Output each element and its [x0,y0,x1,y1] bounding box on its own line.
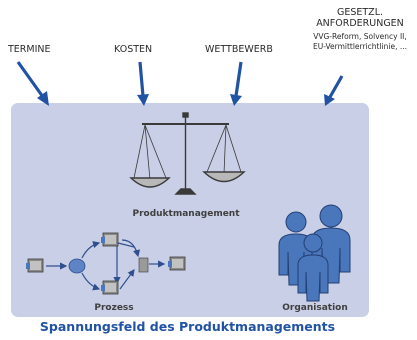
process-flow [46,239,166,291]
label-gesetzl-2: ANFORDERUNGEN [316,18,404,29]
label-organisation: Organisation [282,303,348,313]
label-gesetzl-sub-2: EU-Vermittlerrichtlinie, ... [312,42,408,51]
label-prozess: Prozess [94,303,134,313]
document-icon [167,256,186,271]
document-icon [100,280,119,295]
label-gesetzl-1: GESETZL. [336,7,384,18]
arrow-icon [230,61,243,106]
people-icon [278,204,351,302]
document-icon [100,232,119,247]
label-gesetzl-sub-1: VVG-Reform, Solvency II, [313,32,407,41]
label-wettbewerb: WETTBEWERB [205,44,273,55]
arrow-icon [324,75,344,106]
label-kosten: KOSTEN [114,44,153,55]
label-produktmanagement: Produktmanagement [132,209,240,219]
document-icon [25,258,44,273]
label-termine: TERMINE [8,44,51,55]
arrow-icon [16,61,49,106]
arrow-icon [137,61,149,106]
diagram-title: Spannungsfeld des Produktmanagements [39,319,336,334]
balance-scale-icon [129,112,246,195]
